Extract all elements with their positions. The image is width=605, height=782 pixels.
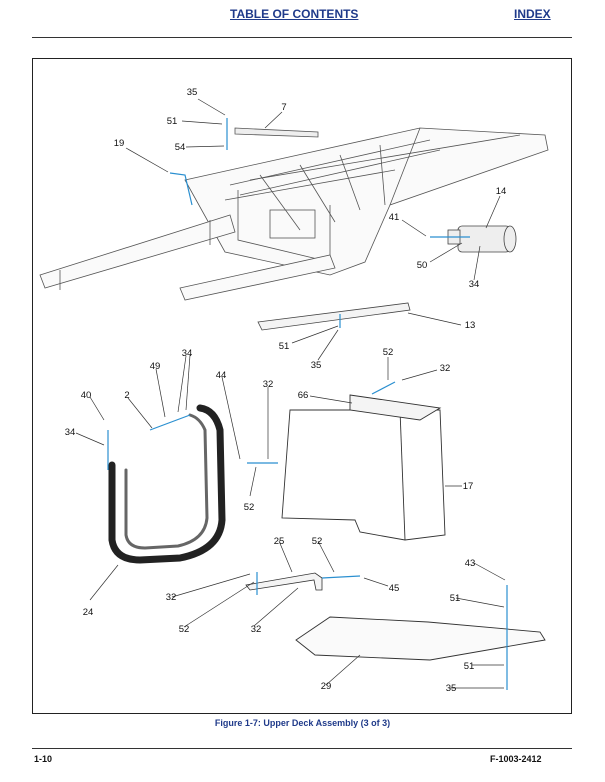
callout-45: 45 [389, 583, 400, 594]
callout-52-d: 52 [179, 624, 190, 635]
callout-51-c: 51 [450, 593, 461, 604]
callout-32-d: 32 [251, 624, 262, 635]
part-24-cable-chain [108, 404, 226, 564]
callout-32-b: 32 [263, 379, 274, 390]
callout-49: 49 [150, 361, 161, 372]
callout-50: 50 [417, 260, 428, 271]
callout-40: 40 [81, 390, 92, 401]
leader-lines [75, 98, 506, 689]
callout-32-a: 32 [440, 363, 451, 374]
figure-caption: Figure 1-7: Upper Deck Assembly (3 of 3) [214, 718, 391, 728]
callout-52-b: 52 [244, 502, 255, 513]
table-of-contents-link[interactable]: TABLE OF CONTENTS [230, 7, 359, 21]
callout-14: 14 [496, 186, 507, 197]
callout-24: 24 [83, 607, 94, 618]
callout-34-c: 34 [65, 427, 76, 438]
fastener-lines [107, 118, 508, 690]
callout-44: 44 [216, 370, 227, 381]
callout-54: 54 [175, 142, 186, 153]
callout-51-d: 51 [464, 661, 475, 672]
upper-deck-frame-drawing [39, 127, 549, 301]
figure-frame [32, 58, 572, 714]
part-14-cylinder [447, 225, 517, 253]
callout-19: 19 [114, 138, 125, 149]
callout-2: 2 [124, 390, 129, 401]
header-rule [32, 37, 572, 38]
callout-7: 7 [281, 102, 286, 113]
callout-32-c: 32 [166, 592, 177, 603]
callout-35-a: 35 [187, 87, 198, 98]
document-number: F-1003-2412 [490, 754, 542, 764]
callout-43: 43 [465, 558, 476, 569]
callout-51-b: 51 [279, 341, 290, 352]
part-17-cover [281, 394, 446, 541]
page-number: 1-10 [34, 754, 53, 764]
part-13-bar [257, 302, 411, 331]
footer-rule [32, 748, 572, 749]
callout-66: 66 [298, 390, 309, 401]
callout-25: 25 [274, 536, 285, 547]
callout-51-a: 51 [167, 116, 178, 127]
part-29-plate [295, 616, 546, 661]
callout-41: 41 [389, 212, 400, 223]
index-link[interactable]: INDEX [514, 7, 551, 21]
part-25-bracket [245, 572, 323, 591]
callout-17: 17 [463, 481, 474, 492]
callout-34-b: 34 [182, 348, 193, 359]
callout-29: 29 [321, 681, 332, 692]
callout-52-c: 52 [312, 536, 323, 547]
callout-13: 13 [465, 320, 476, 331]
callout-52-a: 52 [383, 347, 394, 358]
callout-35-c: 35 [446, 683, 457, 694]
callout-34-a: 34 [469, 279, 480, 290]
callout-35-b: 35 [311, 360, 322, 371]
callout-labels: 35 51 7 19 54 14 41 50 34 13 51 35 52 32… [65, 87, 507, 694]
